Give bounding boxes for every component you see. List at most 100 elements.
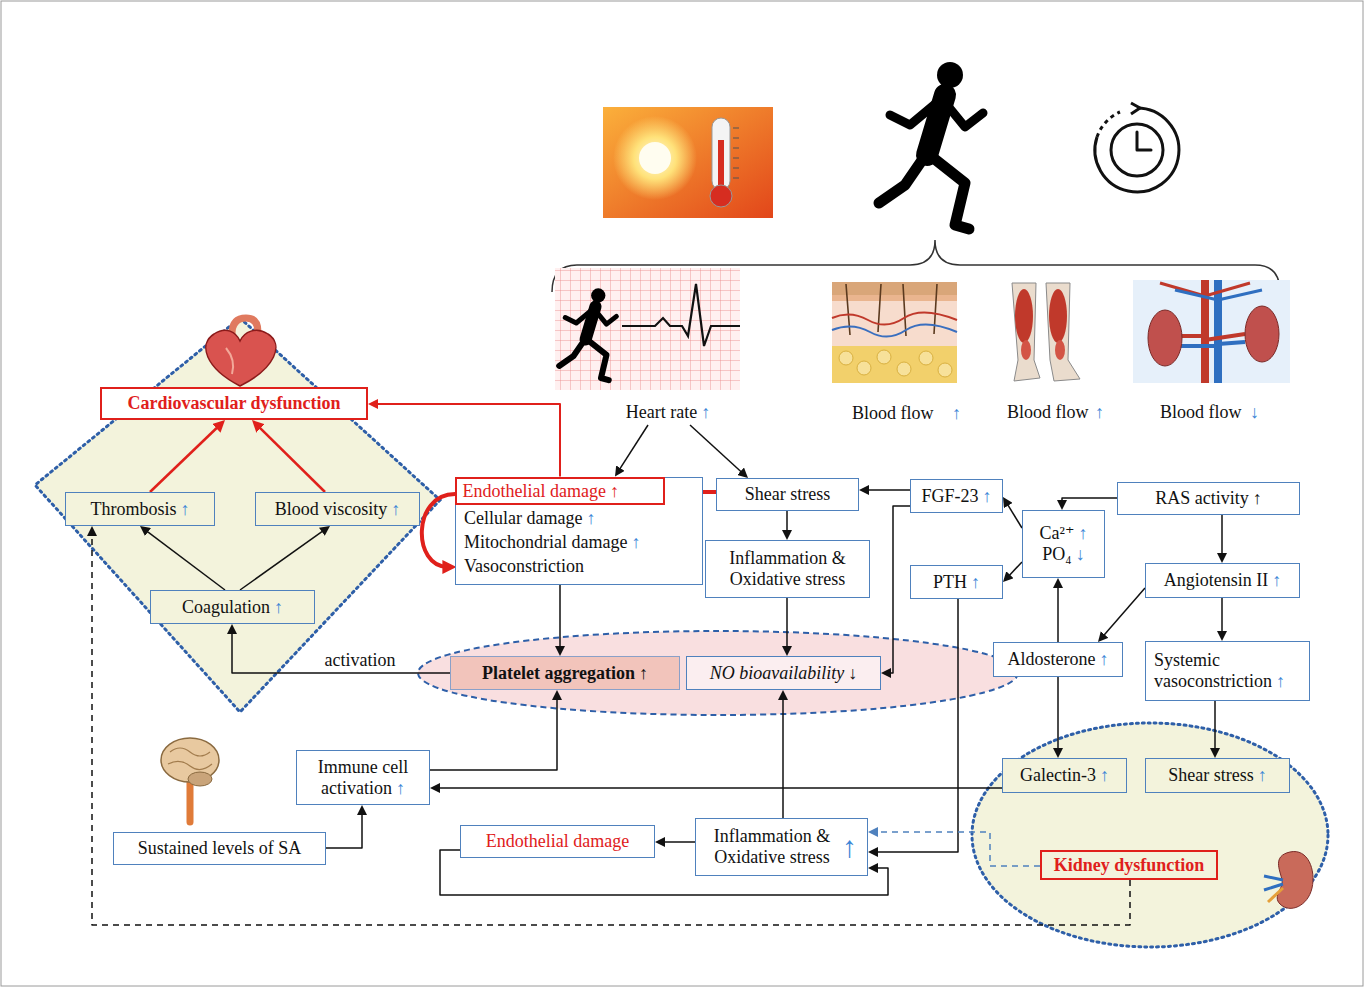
connector-arrow [874,832,1040,866]
connector-arrow [559,585,561,650]
text-line: NO bioavailability↓ [710,663,858,684]
skin-illustration [832,282,957,383]
trend-arrow: ↑ [1100,765,1109,785]
text-line: Mitochondrial damage↑ [464,530,640,554]
connector-arrow [240,529,325,590]
node-text: Shear stress [1168,765,1253,785]
connector-arrow [430,696,557,770]
connector-arrow [874,599,958,852]
trend-arrow: ↑ [1272,570,1281,590]
process-box: Platelet aggregation↑ [450,656,680,690]
connector-arrow [1006,502,1022,528]
outcome-box: Cardiovascular dysfunction [100,387,368,420]
text-line: Inflammation & Oxidative stress [712,548,863,589]
trend-arrow: ↑ [396,778,405,798]
text-line: Coagulation↑ [182,597,283,618]
node-text: Endothelial damage [486,831,629,851]
connector-arrow [257,425,325,492]
text-line: Blood viscosity↑ [275,499,401,520]
flow-label: Blood flow [1160,402,1242,423]
kidney-region-ellipse [972,723,1328,947]
outcome-box: Kidney dysfunction [1040,850,1218,880]
node-text: Thrombosis [90,499,176,519]
node-text: Angiotensin II [1164,570,1268,590]
trend-arrow: ↑ [631,532,640,552]
connector-arrow [1221,515,1223,557]
process-box: Coagulation↑ [150,590,315,624]
process-box: Shear stress [716,478,859,511]
text-line: Immune cell activation↑ [303,757,423,798]
node-text: Ca²⁺ [1040,523,1075,543]
process-box: Angiotensin II↑ [1145,563,1300,598]
process-box: Endothelial damage [460,825,655,858]
node-text: Mitochondrial damage [464,532,627,552]
trend-arrow: ↑ [1099,649,1108,669]
trend-arrow: ↓ [848,663,857,683]
process-box: RAS activity↑ [1117,482,1300,515]
flow-label: ↓ [1250,402,1259,423]
connector-arrow [1057,677,1059,752]
node-text: Sustained levels of SA [138,838,302,858]
trend-arrow: ↑ [842,832,857,862]
node-text: Platelet aggregation [482,663,635,683]
text-line: PTH↑ [933,572,980,593]
heart-illustration [206,318,276,386]
trend-arrow: ↑ [971,572,980,592]
connector-arrow [661,841,695,843]
legs-illustration [1012,283,1080,381]
highlight-box: Endothelial damage↑ [455,477,665,506]
connector-arrow [145,530,225,590]
heart-rate-illustration [555,268,740,390]
flow-label: Blood flow [1007,402,1089,423]
connector-arrow [1221,598,1223,635]
caption-node: Heart rate↑ [612,400,724,425]
text-line: Cellular damage↑ [464,506,595,530]
trend-arrow: ↑ [701,402,710,422]
text-line: Inflammation & Oxidative stress↑ [706,826,857,867]
text-line: Cardiovascular dysfunction [127,393,340,414]
connector-arrow [436,787,1002,789]
node-text: Inflammation & Oxidative stress [706,826,838,867]
flow-label: Blood flow [852,403,934,424]
process-box: Sustained levels of SA [113,832,326,865]
connector-arrow [865,489,910,491]
text-line: Kidney dysfunction [1054,855,1205,876]
text-line: RAS activity↑ [1155,488,1262,509]
node-text: Blood viscosity [275,499,388,519]
node-text: Coagulation [182,597,270,617]
node-text: Heart rate [626,402,697,422]
connector-arrow [1007,562,1022,578]
text-line: Galectin-3↑ [1020,765,1109,786]
process-box: Thrombosis↑ [65,492,215,526]
trend-arrow: ↑ [983,486,992,506]
process-box: FGF-23↑ [910,479,1003,513]
node-text: Cellular damage [464,508,582,528]
text-line: Platelet aggregation↑ [482,663,648,684]
process-box: Immune cell activation↑ [296,750,430,805]
process-box: Galectin-3↑ [1002,758,1127,793]
text-line: Ca²⁺↑ [1040,523,1088,544]
text-line: Endothelial damage [486,831,629,852]
group-box: Cellular damage↑Mitochondrial damage↑Vas… [455,477,703,585]
text-line: Endothelial damage↑ [463,481,619,502]
node-text: Galectin-3 [1020,765,1096,785]
trend-arrow: ↑ [586,508,595,528]
process-box: NO bioavailability↓ [686,656,881,690]
brain-illustration [161,738,219,822]
process-box: Inflammation & Oxidative stress↑ [695,818,868,876]
node-text: Inflammation & Oxidative stress [729,548,845,589]
bracket [552,240,1280,292]
node-text: Shear stress [745,484,830,504]
process-box: Ca²⁺↑PO₄↓ [1022,510,1105,578]
connector-arrow [1214,701,1216,752]
trend-arrow: ↑ [639,663,648,683]
node-text: Kidney dysfunction [1054,855,1205,875]
process-box: Inflammation & Oxidative stress [705,540,870,598]
text-line: Shear stress [745,484,830,505]
node-text: PO₄ [1042,544,1071,564]
trend-arrow: ↑ [181,499,190,519]
connector-arrow [1102,588,1145,637]
